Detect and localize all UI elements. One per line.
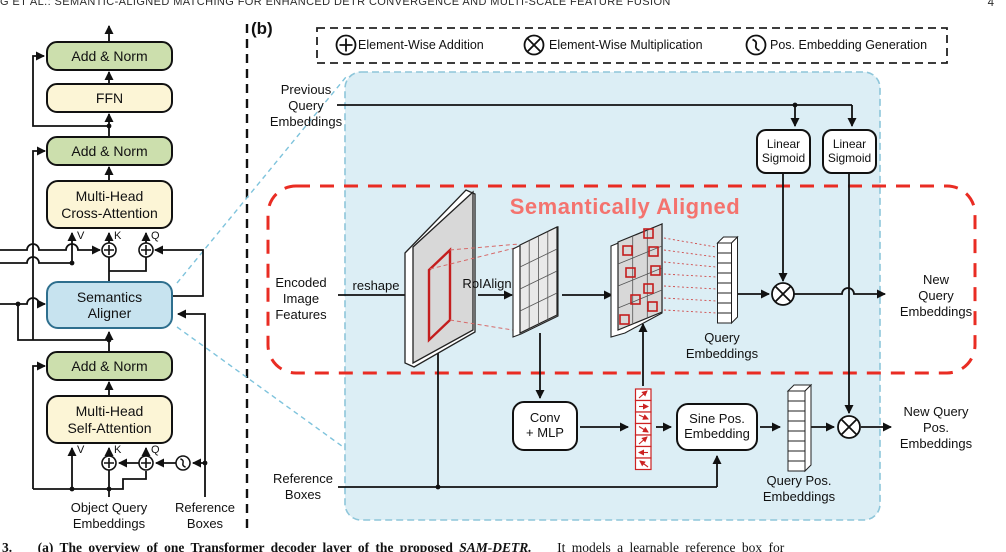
- legend-box: [316, 27, 948, 64]
- ffn-block: FFN: [95, 89, 124, 106]
- cross-attn-k-port: K: [114, 230, 122, 242]
- reference-boxes-label-b: Reference Boxes: [273, 471, 333, 502]
- sine-pos-embedding-block: Sine Pos. Embedding: [684, 411, 750, 441]
- roialign-label: RoIAlign: [462, 276, 512, 291]
- query-pos-embeddings-label: Query Pos. Embeddings: [762, 473, 836, 504]
- semantics-aligner-block: Semantics Aligner: [76, 288, 143, 321]
- object-query-embeddings-label: Object Query Embeddings: [70, 500, 148, 531]
- cross-attn-v-port: V: [77, 230, 85, 242]
- caption-part-a: (a) The overview of one Transformer deco…: [37, 540, 460, 552]
- self-attention-block: Multi-Head Self-Attention: [67, 403, 152, 436]
- caption-rest: It models a learnable reference box for: [557, 540, 785, 552]
- caption-method-name: SAM-DETR.: [459, 540, 532, 552]
- linear-sigmoid-1-block: Linear Sigmoid: [761, 136, 806, 165]
- query-embeddings-label: Query Embeddings: [685, 330, 759, 361]
- previous-query-embeddings-label: Previous Query Embeddings: [269, 82, 343, 129]
- add-circle-icons: [101, 242, 154, 471]
- pos-embed-gen-icon: [175, 455, 191, 471]
- roi-projection-lines: [429, 243, 520, 332]
- legend-addition-label: Element-Wise Addition: [358, 38, 484, 52]
- panel-b-label: (b): [251, 19, 273, 38]
- running-header: G ET AL.: SEMANTIC-ALIGNED MATCHING FOR …: [0, 0, 671, 8]
- multiply-circle-icons: [771, 282, 861, 439]
- legend-pos-embedding-label: Pos. Embedding Generation: [770, 38, 928, 52]
- aligner-flow-lines: [337, 104, 892, 488]
- page-number: 4: [987, 0, 994, 9]
- caption-prefix: 3.: [2, 540, 13, 552]
- cross-attention-block: Multi-Head Cross-Attention: [61, 188, 158, 221]
- cross-attn-q-port: Q: [151, 230, 160, 242]
- figure-caption: 3. (a) The overview of one Transformer d…: [2, 540, 1006, 552]
- self-attn-k-port: K: [114, 444, 122, 456]
- add-norm-3-block: Add & Norm: [71, 357, 148, 374]
- self-attn-q-port: Q: [151, 444, 160, 456]
- encoded-image-features-label: Encoded Image Features: [275, 275, 327, 322]
- aligner-node-boxes: [512, 129, 877, 451]
- new-query-pos-embeddings-label: New Query Pos. Embeddings: [899, 404, 973, 451]
- self-attn-v-port: V: [77, 444, 85, 456]
- linear-sigmoid-2-block: Linear Sigmoid: [827, 136, 872, 165]
- decoder-blocks: [46, 41, 173, 444]
- salient-points-grid: [610, 223, 663, 338]
- feature-map: [404, 189, 476, 368]
- query-embeddings-stack: [716, 235, 739, 325]
- reshape-label: reshape: [352, 278, 400, 293]
- roialign-grid: [512, 226, 559, 338]
- times-circle-icon: [523, 34, 545, 56]
- semantically-aligned-title: Semantically Aligned: [509, 194, 741, 219]
- zoom-connector-lines: [176, 76, 347, 450]
- legend-multiplication-label: Element-Wise Multiplication: [549, 38, 703, 52]
- conv-mlp-block: Conv + MLP: [526, 410, 564, 440]
- add-norm-2-block: Add & Norm: [71, 142, 148, 159]
- reference-boxes-label-a: Reference Boxes: [175, 500, 235, 531]
- plus-circle-icon: [335, 34, 357, 56]
- decoder-flow-lines: [0, 25, 206, 497]
- query-pos-embeddings-stack: [786, 383, 813, 473]
- new-query-embeddings-label: New Query Embeddings: [899, 272, 973, 319]
- wave-circle-icon: [745, 34, 767, 56]
- add-norm-1-block: Add & Norm: [71, 47, 148, 64]
- offsets-stack: [634, 388, 652, 471]
- semantically-aligned-region: [266, 184, 977, 375]
